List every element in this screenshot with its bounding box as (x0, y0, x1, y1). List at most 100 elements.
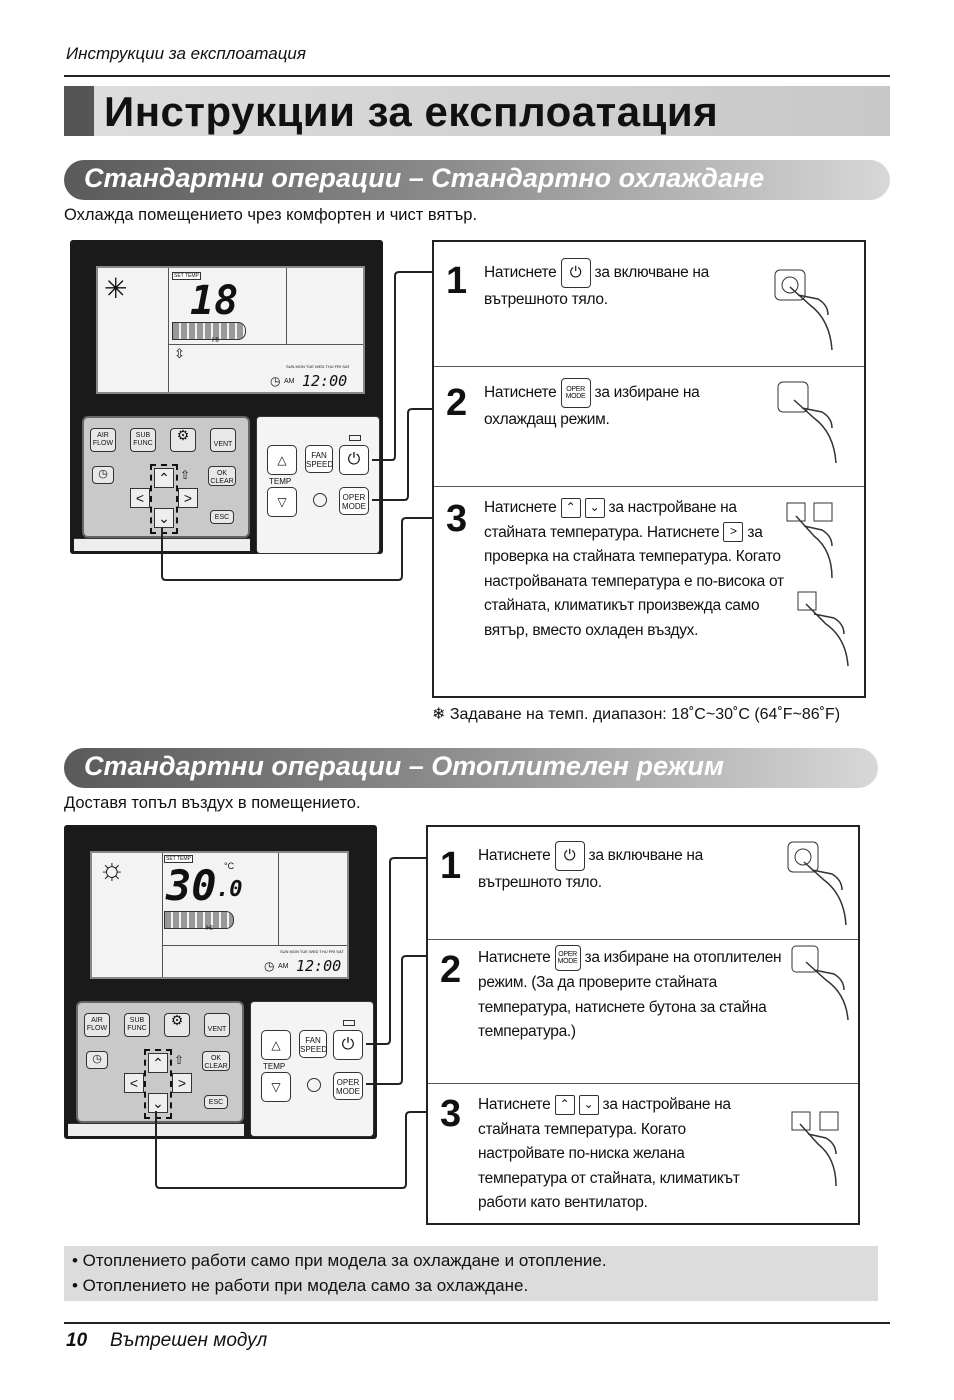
fan-speed-bar (172, 322, 246, 340)
vent-button[interactable]: VENT (204, 1013, 230, 1037)
temp-down-button[interactable]: ▽ (261, 1072, 291, 1102)
power-button[interactable]: ⏻ (333, 1030, 363, 1060)
ok-clear-button[interactable]: OK CLEAR (208, 466, 236, 486)
section-heading-heating: Стандартни операции – Отоплителен режим (64, 748, 878, 788)
hand-press-power-icon (774, 269, 833, 351)
hand-press-arrows-icon (791, 1111, 839, 1187)
title-bar: Инструкции за експлоатация (64, 86, 890, 136)
note-item: • Отоплението не работи при модела само … (72, 1276, 529, 1295)
clock-icon: ◷ (270, 374, 281, 388)
hand-press-oper-mode-icon (777, 381, 837, 464)
section-heading-text: Стандартни операции – Отоплителен режим (84, 751, 724, 781)
step-2: 2 Натиснете OPER MODE за избиране на ото… (428, 939, 858, 1084)
power-button[interactable]: ⏻ (339, 445, 369, 475)
step-1: 1 Натиснете ⏻ за включване на вътрешното… (434, 242, 864, 367)
down-arrow-button[interactable]: ⌄ (154, 508, 174, 528)
fan-speed-button[interactable]: FAN SPEED (305, 445, 333, 473)
section-intro: Доставя топъл въздух в помещението. (64, 794, 361, 812)
sub-func-button[interactable]: SUB FUNC (124, 1013, 150, 1037)
esc-button[interactable]: ESC (204, 1095, 228, 1109)
oper-mode-button[interactable]: OPER MODE (333, 1072, 363, 1100)
title-accent (64, 86, 94, 136)
temperature-decimal: .0 (216, 877, 243, 902)
timer-clock-icon[interactable]: ◷ (86, 1051, 108, 1069)
down-arrow-icon: ⌄ (578, 1094, 599, 1115)
step-number: 1 (440, 845, 462, 887)
ok-clear-button[interactable]: OK CLEAR (202, 1051, 230, 1071)
oper-mode-button[interactable]: OPER MODE (339, 487, 369, 515)
power-led (349, 435, 361, 441)
fan-level-label: HI (206, 925, 213, 932)
hand-press-right-arrow-icon (797, 591, 849, 667)
home-up-icon: ⇧ (180, 468, 191, 482)
settings-gear-icon[interactable]: ⚙ (164, 1013, 190, 1037)
remote-base-strip (74, 538, 250, 551)
side-panel: △ TEMP ▽ FAN SPEED ⏻ OPER MODE (250, 1001, 374, 1137)
air-flow-button[interactable]: AIR FLOW (90, 428, 116, 452)
set-temp-label: SET TEMP (164, 855, 193, 863)
note-item: • Отоплението работи само при модела за … (72, 1251, 607, 1270)
left-arrow-button[interactable]: < (130, 488, 150, 508)
temp-up-button[interactable]: △ (261, 1030, 291, 1060)
step-3: 3 Натиснете ⌃ ⌄ за настройване на стайна… (428, 1083, 858, 1225)
sub-func-button[interactable]: SUB FUNC (130, 428, 156, 452)
step-number: 3 (440, 1093, 462, 1135)
home-up-icon: ⇧ (174, 1053, 185, 1067)
weekday-row: SUN MON TUE WED THU FRI SAT (286, 364, 350, 369)
footer-rule (64, 1322, 890, 1324)
temperature-unit: °C (224, 861, 235, 871)
up-arrow-button[interactable]: ⌃ (148, 1053, 168, 1073)
lcd-display: ☼ SET TEMP 30 .0 °C HI SUN MON TUE WED T… (90, 851, 349, 979)
timer-clock-icon[interactable]: ◷ (92, 466, 114, 484)
power-icon: ⏻ (560, 258, 591, 288)
am-label: AM (284, 378, 295, 385)
page-number: 10 (66, 1330, 88, 1351)
sun-icon: ☼ (98, 853, 126, 886)
right-arrow-icon: > (723, 522, 744, 543)
hand-press-oper-mode-icon (791, 945, 849, 1021)
fan-speed-bar (164, 911, 234, 929)
button-panel: AIR FLOW SUB FUNC ⚙ VENT ◷ OK CLEAR ESC … (82, 416, 250, 538)
hand-press-power-icon (787, 841, 847, 926)
fan-speed-button[interactable]: FAN SPEED (299, 1030, 327, 1058)
button-panel: AIR FLOW SUB FUNC ⚙ VENT ◷ OK CLEAR ESC … (76, 1001, 244, 1123)
swing-icon: ⇳ (174, 346, 185, 361)
notes-box: • Отоплението работи само при модела за … (64, 1246, 878, 1301)
clock-time: 12:00 (302, 372, 348, 390)
step-text: Натиснете ⏻ за включване на вътрешното т… (484, 258, 744, 313)
step-text: Натиснете ⏻ за включване на вътрешното т… (478, 841, 738, 896)
step-number: 3 (446, 498, 468, 540)
air-flow-button[interactable]: AIR FLOW (84, 1013, 110, 1037)
sensor-icon (313, 493, 327, 507)
right-arrow-button[interactable]: > (178, 488, 198, 508)
weekday-row: SUN MON TUE WED THU FRI SAT (280, 949, 344, 954)
snowflake-icon: ✳ (104, 273, 128, 304)
esc-button[interactable]: ESC (210, 510, 234, 524)
temp-up-button[interactable]: △ (267, 445, 297, 475)
header-rule (64, 75, 890, 77)
section-intro: Охлажда помещението чрез комфортен и чис… (64, 206, 478, 224)
running-header: Инструкции за експлоатация (66, 44, 306, 63)
clock-icon: ◷ (264, 959, 275, 973)
fan-level-label: HI (212, 337, 219, 344)
vent-button[interactable]: VENT (210, 428, 236, 452)
down-arrow-button[interactable]: ⌄ (148, 1093, 168, 1113)
step-text: Натиснете OPER MODE за избиране на охлаж… (484, 378, 744, 433)
step-3: 3 Натиснете ⌃ ⌄ за настройване на стайна… (434, 486, 864, 696)
temp-down-button[interactable]: ▽ (267, 487, 297, 517)
step-text: Натиснете ⌃ ⌄ за настройване на стайната… (484, 497, 784, 639)
section-heading-cooling: Стандартни операции – Стандартно охлажда… (64, 160, 890, 200)
page-label: Вътрешен модул (110, 1330, 268, 1351)
left-arrow-button[interactable]: < (124, 1073, 144, 1093)
step-number: 2 (440, 949, 462, 991)
settings-gear-icon[interactable]: ⚙ (170, 428, 196, 452)
side-panel: △ TEMP ▽ FAN SPEED ⏻ OPER MODE (256, 416, 380, 554)
right-arrow-button[interactable]: > (172, 1073, 192, 1093)
power-led (343, 1020, 355, 1026)
step-text: Натиснете OPER MODE за избиране на отопл… (478, 945, 788, 1045)
step-number: 1 (446, 260, 468, 302)
am-label: AM (278, 963, 289, 970)
up-arrow-button[interactable]: ⌃ (154, 468, 174, 488)
clock-time: 12:00 (296, 957, 342, 975)
temperature-readout: 18 (190, 278, 239, 324)
